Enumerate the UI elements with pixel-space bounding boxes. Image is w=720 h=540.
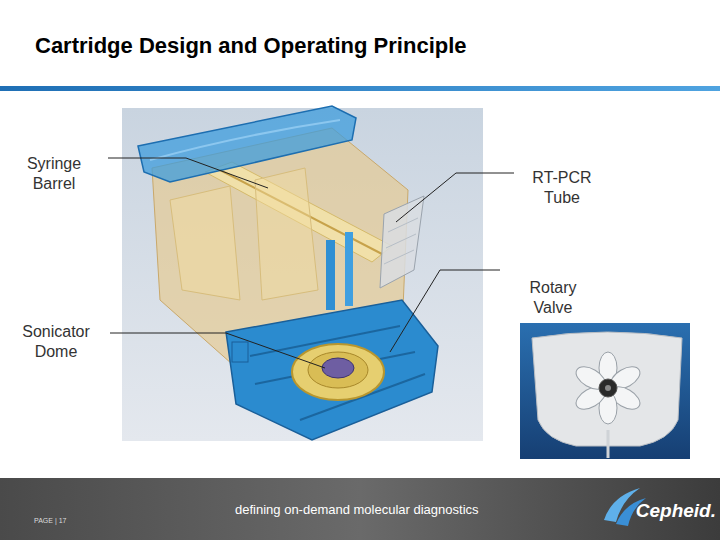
tagline: defining on-demand molecular diagnostics	[235, 502, 479, 517]
base-tab	[232, 342, 248, 362]
cartridge-base	[226, 300, 438, 440]
leader-line	[390, 270, 500, 352]
valve-hub-center	[605, 385, 611, 391]
fluid-channel	[326, 240, 335, 310]
company-logo: Cepheid.	[636, 500, 716, 522]
valve-hub	[599, 379, 617, 397]
callout-label: Rotary Valve	[510, 278, 596, 318]
sonicator-membrane	[322, 358, 354, 378]
valve-rotor	[572, 352, 643, 424]
slide-title: Cartridge Design and Operating Principle	[35, 33, 467, 59]
leader-line	[108, 158, 268, 188]
cartridge-chamber	[255, 168, 318, 300]
lid-rim	[150, 120, 340, 160]
footer-bar	[0, 478, 720, 540]
leader-line	[110, 333, 325, 368]
valve-shaft	[607, 430, 610, 458]
valve-housing	[532, 332, 682, 446]
base-ribs	[250, 326, 425, 420]
valve-photo	[520, 323, 690, 459]
rt-pcr-tube-lines	[384, 218, 418, 264]
rt-pcr-tube	[380, 196, 424, 288]
fluid-channel	[345, 232, 353, 306]
leader-line	[396, 173, 514, 222]
title-rule	[0, 86, 720, 91]
callout-label: Sonicator Dome	[8, 322, 104, 362]
sonicator-dome	[292, 344, 384, 400]
callout-label: Syringe Barrel	[8, 154, 100, 194]
callout-label: RT-PCR Tube	[520, 168, 604, 208]
page-number: PAGE | 17	[34, 517, 66, 524]
cartridge-lid	[138, 106, 356, 182]
cartridge-chamber	[170, 186, 240, 300]
sonicator-dome-inner	[308, 352, 368, 388]
